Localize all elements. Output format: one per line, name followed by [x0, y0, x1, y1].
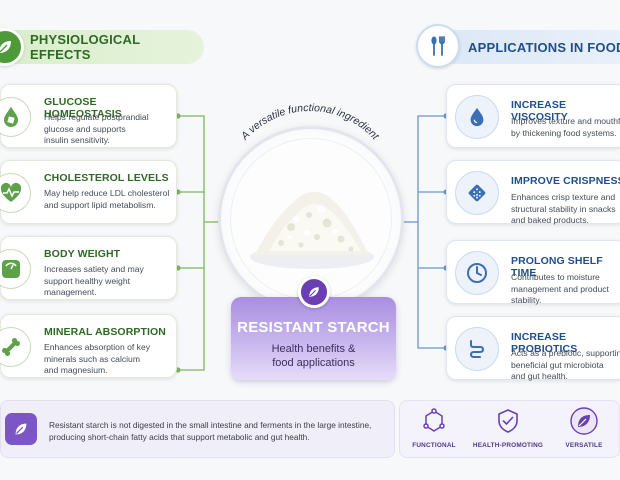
card-mineral-absorption: MINERAL ABSORPTION Enhances absorption o… — [0, 314, 177, 378]
tag-versatile: VERSATILE — [548, 405, 620, 449]
card-title: PROLONG SHELF TIME — [511, 255, 603, 279]
leaf-badge-icon — [548, 405, 620, 437]
water-drop-icon — [455, 95, 499, 139]
resistant-starch-subtitle: Health benefits &food applications — [271, 343, 356, 369]
card-cholesterol-levels: CHOLESTEROL LEVELS May help reduce LDL c… — [0, 160, 177, 224]
shield-check-icon — [472, 405, 544, 437]
arc-text: A versatile functional ingredient — [238, 102, 382, 143]
card-glucose-homeostasis: GLUCOSE HOMEOSTASIS Helps regulate postp… — [0, 84, 177, 148]
resistant-starch-title: RESISTANT STARCH — [237, 319, 390, 336]
footer-text: Resistant starch is not digested in the … — [49, 420, 372, 442]
physiological-effects-title: PHYSIOLOGICAL EFFECTS — [30, 32, 140, 62]
heart-pulse-icon — [0, 173, 31, 213]
leaf-icon — [298, 276, 330, 308]
clock-icon — [455, 251, 499, 295]
card-prolong-shelf-time: PROLONG SHELF TIME Contributes to moistu… — [446, 240, 620, 305]
starch-powder-image — [230, 138, 392, 300]
tag-health-promoting: HEALTH-PROMOTING — [472, 405, 544, 449]
applications-in-food-title: APPLICATIONS IN FOOD — [468, 39, 620, 55]
molecule-icon — [398, 405, 470, 437]
intestine-icon — [455, 327, 499, 371]
resistant-starch-box: RESISTANT STARCH Health benefits &food a… — [231, 297, 396, 380]
card-title: INCREASE VISCOSITY — [511, 99, 568, 123]
footer-info: Resistant starch is not digested in the … — [0, 400, 395, 458]
tag-functional: FUNCTIONAL — [398, 405, 470, 449]
card-title: INCREASE PROBIOTICS — [511, 331, 578, 355]
card-title: CHOLESTEROL LEVELS — [44, 172, 169, 184]
cracker-icon — [455, 171, 499, 215]
card-increase-viscosity: INCREASE VISCOSITY Improves texture and … — [446, 84, 620, 148]
card-title: BODY WEIGHT — [44, 248, 121, 260]
card-title: GLUCOSE HOMEOSTASIS — [44, 96, 122, 120]
physiological-effects-header: PHYSIOLOGICAL EFFECTS — [0, 30, 204, 64]
card-title: MINERAL ABSORPTION — [44, 326, 166, 338]
bone-icon — [0, 327, 31, 367]
tag-label: HEALTH-PROMOTING — [472, 442, 544, 449]
tag-label: FUNCTIONAL — [412, 442, 456, 449]
leaf-icon — [5, 413, 37, 445]
glucose-drop-icon — [0, 97, 31, 137]
spoon-fork-icon — [416, 24, 460, 68]
scale-icon — [0, 249, 31, 289]
applications-in-food-header: APPLICATIONS IN FOOD — [438, 30, 620, 64]
card-title: IMPROVE CRISPNESS — [511, 175, 620, 187]
tag-label: VERSATILE — [565, 442, 603, 449]
card-improve-crispness: IMPROVE CRISPNESS Enhances crisp texture… — [446, 160, 620, 225]
card-increase-probiotics: INCREASE PROBIOTICS Acts as a prebiotic,… — [446, 316, 620, 381]
svg-text:A versatile functional ingredi: A versatile functional ingredient — [238, 102, 382, 143]
